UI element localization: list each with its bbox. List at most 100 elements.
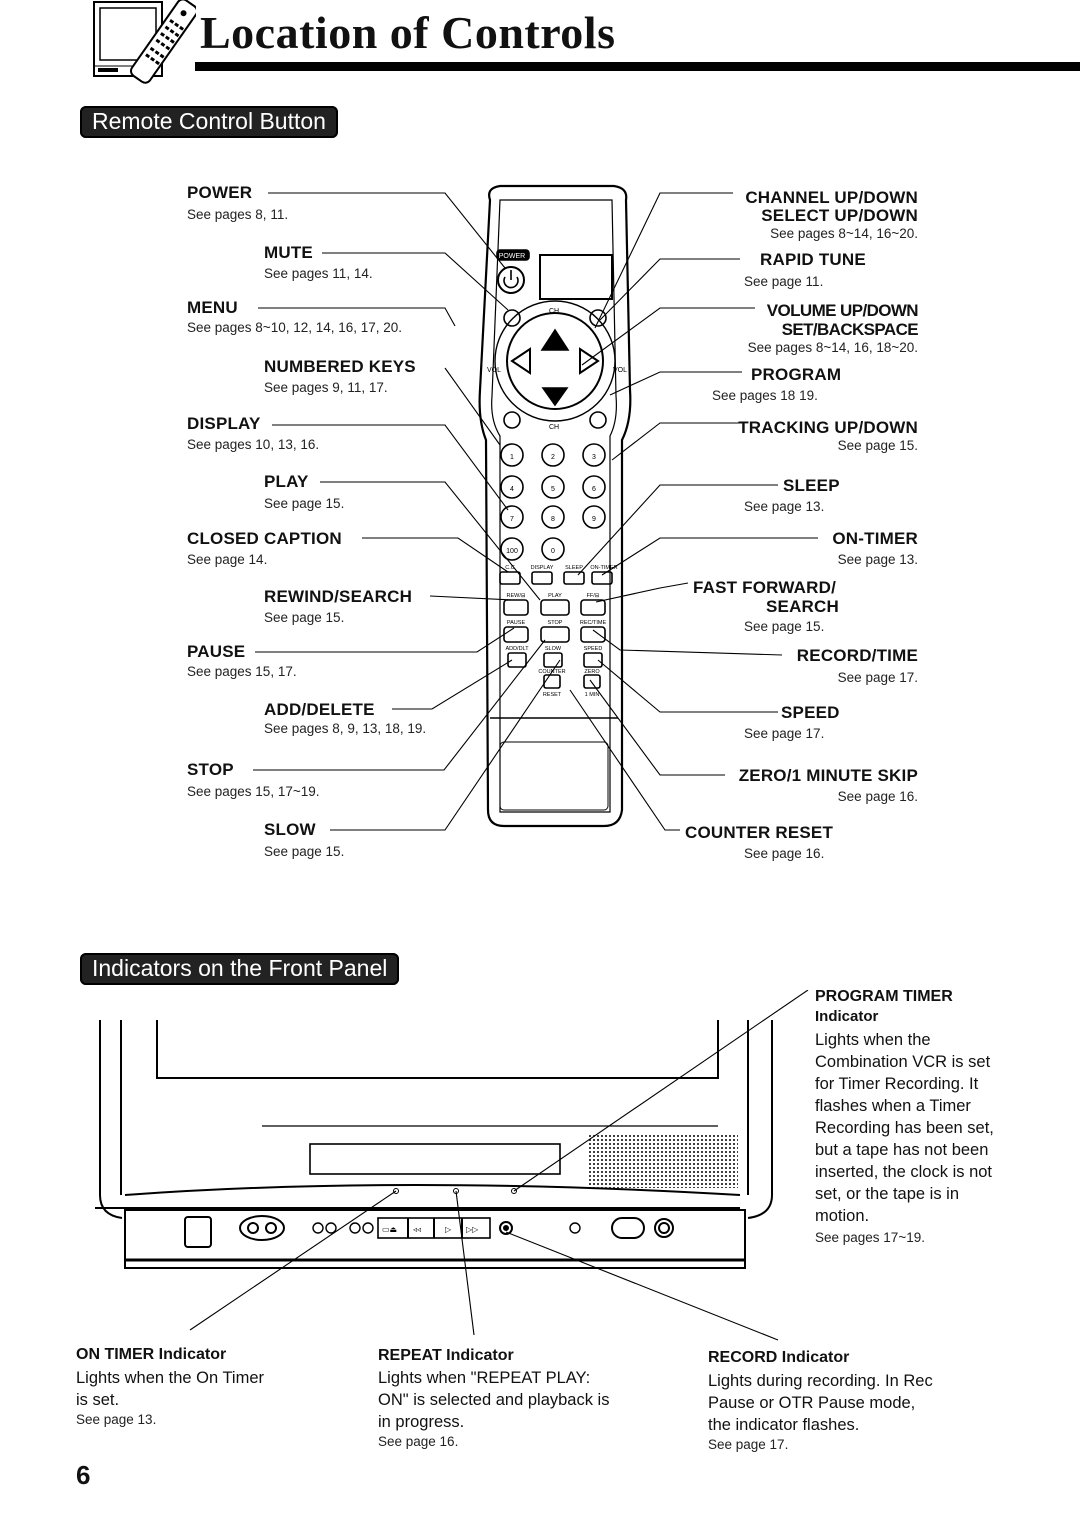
ref-sleep: See page 13. [744,499,825,514]
repeat-ref: See page 16. [378,1434,459,1449]
ref-add-delete: See pages 8, 9, 13, 18, 19. [264,721,427,736]
page-number: 6 [76,1460,91,1490]
label-power: POWER [187,183,253,202]
ref-rapid-tune: See page 11. [744,274,824,289]
label-counter-reset: COUNTER RESET [685,823,834,842]
ref-numbered-keys: See pages 9, 11, 17. [264,380,388,395]
key-ff: FF/⊟ [587,593,600,599]
ref-display: See pages 10, 13, 16. [187,437,320,452]
key-stop: STOP [548,620,563,626]
ref-volume-updown: See pages 8~14, 16, 18~20. [747,340,918,355]
ref-pause: See pages 15, 17. [187,664,297,679]
label-program: PROGRAM [751,365,842,384]
label-numbered-keys: NUMBERED KEYS [264,357,416,376]
key-add-dlt: ADD/DLT [505,646,529,652]
digit-6: 6 [592,486,596,493]
remote-key-power: POWER [499,253,525,260]
digit-9: 9 [592,516,596,523]
repeat-line: Lights when "REPEAT PLAY: [378,1369,591,1387]
label-speed: SPEED [781,703,840,722]
ref-zero-minute-skip: See page 16. [837,789,918,804]
digit-3: 3 [592,454,596,461]
program-timer-line: motion. [815,1207,870,1225]
ref-play: See page 15. [264,496,345,511]
repeat-title: REPEAT Indicator [378,1347,514,1364]
on-timer-ref: See page 13. [76,1412,157,1427]
key-slow: SLOW [545,646,562,652]
label-on-timer: ON-TIMER [832,529,918,548]
front-panel-diagram: ▭⏏◃◃▷▷▷ [95,990,809,1341]
digit-7: 7 [510,516,514,523]
key-reset: RESET [543,692,562,698]
label-add-delete: ADD/DELETE [264,700,375,719]
key-rew: REW/⊟ [507,593,526,599]
digit-4: 4 [510,486,514,493]
label-rapid-tune: RAPID TUNE [760,250,866,269]
label-channel-updown: CHANNEL UP/DOWN [745,188,918,207]
program-timer-subtitle: Indicator [815,1008,879,1025]
ref-speed: See page 17. [744,726,825,741]
label-play: PLAY [264,472,309,491]
ref-on-timer: See page 13. [837,552,918,567]
key-sleep: SLEEP [565,565,583,571]
ref-closed-caption: See page 14. [187,552,268,567]
svg-text:▭⏏: ▭⏏ [382,1225,397,1234]
program-timer-line: Lights when the [815,1031,931,1049]
record-line: Pause or OTR Pause mode, [708,1394,916,1412]
program-timer-line: Recording has been set, [815,1119,994,1137]
ref-program: See pages 18 19. [712,388,818,403]
key-1min: 1 MIN [585,692,600,698]
key-pause: PAUSE [507,620,526,626]
ref-stop: See pages 15, 17~19. [187,784,320,799]
key-on-timer: ON-TIMER [590,565,617,571]
digit-0: 0 [551,548,555,555]
ref-record-time: See page 17. [837,670,918,685]
label-rewind-search: REWIND/SEARCH [264,587,413,606]
label-slow: SLOW [264,820,316,839]
key-rec-time: REC/TIME [580,620,607,626]
ref-slow: See page 15. [264,844,345,859]
ref-channel-updown: See pages 8~14, 16~20. [770,226,918,241]
record-line: Lights during recording. In Rec [708,1372,933,1390]
program-timer-line: inserted, the clock is not [815,1163,993,1181]
remote-key-vol-left: VOL [487,367,501,374]
key-speed: SPEED [584,646,603,652]
title-rule [195,62,1080,71]
remote-diagram: CH CH VOL VOL POWER 1 2 3 4 5 6 7 8 9 10… [253,184,818,831]
program-timer-desc: Lights when the Combination VCR is set f… [815,1029,1055,1227]
label-mute: MUTE [264,243,313,262]
label-fast-forward-search: SEARCH [766,597,839,616]
header-icon [86,0,199,92]
label-closed-caption: CLOSED CAPTION [187,529,342,548]
label-stop: STOP [187,760,234,779]
label-sleep: SLEEP [783,476,840,495]
label-select-updown: SELECT UP/DOWN [761,206,918,225]
key-play: PLAY [548,593,562,599]
record-desc: Lights during recording. In Rec Pause or… [708,1370,933,1436]
remote-key-ch: CH [549,308,559,315]
digit-2: 2 [551,454,555,461]
ref-fast-forward: See page 15. [744,619,825,634]
program-timer-line: set, or the tape is in [815,1185,959,1203]
svg-text:▷: ▷ [445,1225,452,1234]
record-line: the indicator flashes. [708,1416,860,1434]
ref-mute: See pages 11, 14. [264,266,373,281]
on-timer-line: is set. [76,1391,120,1409]
svg-text:◃◃: ◃◃ [413,1225,421,1234]
repeat-desc: Lights when "REPEAT PLAY: ON" is selecte… [378,1367,609,1433]
ref-power: See pages 8, 11. [187,207,289,222]
label-volume-updown: VOLUME UP/DOWN [766,301,919,320]
remote-key-vol-right: VOL [613,367,627,374]
label-fast-forward: FAST FORWARD/ [693,578,837,597]
key-zero: ZERO [584,669,600,675]
record-ref: See page 17. [708,1437,789,1452]
svg-text:▷▷: ▷▷ [466,1225,479,1234]
digit-8: 8 [551,516,555,523]
program-timer-title: PROGRAM TIMER [815,988,953,1005]
digit-5: 5 [551,486,555,493]
record-title: RECORD Indicator [708,1349,850,1366]
label-record-time: RECORD/TIME [796,646,918,665]
on-timer-title: ON TIMER Indicator [76,1346,227,1363]
digit-1: 1 [510,454,514,461]
repeat-line: ON" is selected and playback is [378,1391,610,1409]
